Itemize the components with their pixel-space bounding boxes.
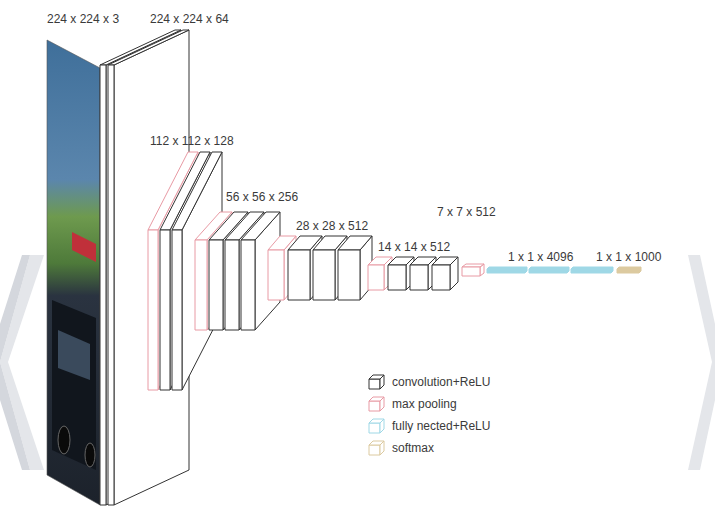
conv-slab <box>209 240 223 330</box>
conv-slab <box>225 240 239 330</box>
conv-slab <box>388 265 406 290</box>
conv-slab <box>288 250 310 300</box>
softmax-bar <box>617 269 639 273</box>
legend-cube <box>368 418 386 434</box>
conv-slab <box>388 257 414 265</box>
pooling-slab <box>195 240 207 330</box>
legend-cube-side <box>380 419 384 433</box>
legend-text: max pooling <box>392 397 457 411</box>
nav-chevron-left <box>0 255 44 470</box>
conv-slab <box>172 230 182 390</box>
legend-cube-face <box>369 401 380 411</box>
legend-cube <box>368 440 386 456</box>
legend-cube-face <box>369 445 380 455</box>
fc-bar <box>571 269 611 273</box>
dimension-label: 224 x 224 x 64 <box>150 12 229 26</box>
pooling-slab <box>368 257 392 265</box>
dimension-label: 1 x 1 x 4096 <box>508 250 573 264</box>
conv-slab <box>313 250 335 300</box>
dimension-label: 224 x 224 x 3 <box>47 12 119 26</box>
input-image <box>47 40 100 505</box>
fc-bar <box>529 269 567 273</box>
conv-slab <box>410 265 428 290</box>
legend-cube-face <box>369 379 380 389</box>
legend-cube-side <box>380 397 384 411</box>
dimension-label: 28 x 28 x 512 <box>296 219 368 233</box>
legend-cube-face <box>369 423 380 433</box>
conv-slab <box>338 250 360 300</box>
conv-slab <box>410 257 436 265</box>
legend-swatch <box>368 440 386 456</box>
conv-slab <box>114 30 189 505</box>
pooling-slab <box>268 250 284 300</box>
legend-cube <box>368 374 386 390</box>
legend-text: softmax <box>392 441 434 455</box>
conv-slab <box>338 236 372 250</box>
legend-swatch <box>368 418 386 434</box>
legend-cube-side <box>380 441 384 455</box>
dimension-label: 112 x 112 x 128 <box>150 134 234 148</box>
dimension-label: 7 x 7 x 512 <box>437 205 496 219</box>
legend-cube <box>368 396 386 412</box>
conv-slab <box>432 265 450 290</box>
conv-slab <box>241 212 280 240</box>
conv-slab <box>108 30 189 65</box>
nav-chevron-right <box>688 255 715 470</box>
legend-cube-side <box>380 375 384 389</box>
dimension-label: 56 x 56 x 256 <box>226 190 298 204</box>
conv-slab <box>108 65 114 505</box>
dimension-label: 14 x 14 x 512 <box>378 240 450 254</box>
pooling-slab <box>148 230 158 390</box>
conv-slab <box>100 65 106 505</box>
conv-slab <box>160 230 170 390</box>
pooling-slab <box>368 265 384 290</box>
layer-blocks <box>100 30 641 505</box>
dimension-label: 1 x 1 x 1000 <box>596 250 661 264</box>
legend-text: convolution+ReLU <box>392 375 490 389</box>
legend-swatch <box>368 396 386 412</box>
conv-slab <box>432 257 458 265</box>
legend-swatch <box>368 374 386 390</box>
legend-text: fully nected+ReLU <box>392 419 490 433</box>
conv-slab <box>241 240 255 330</box>
fc-bar <box>487 269 525 273</box>
pooling-slab <box>462 267 480 276</box>
